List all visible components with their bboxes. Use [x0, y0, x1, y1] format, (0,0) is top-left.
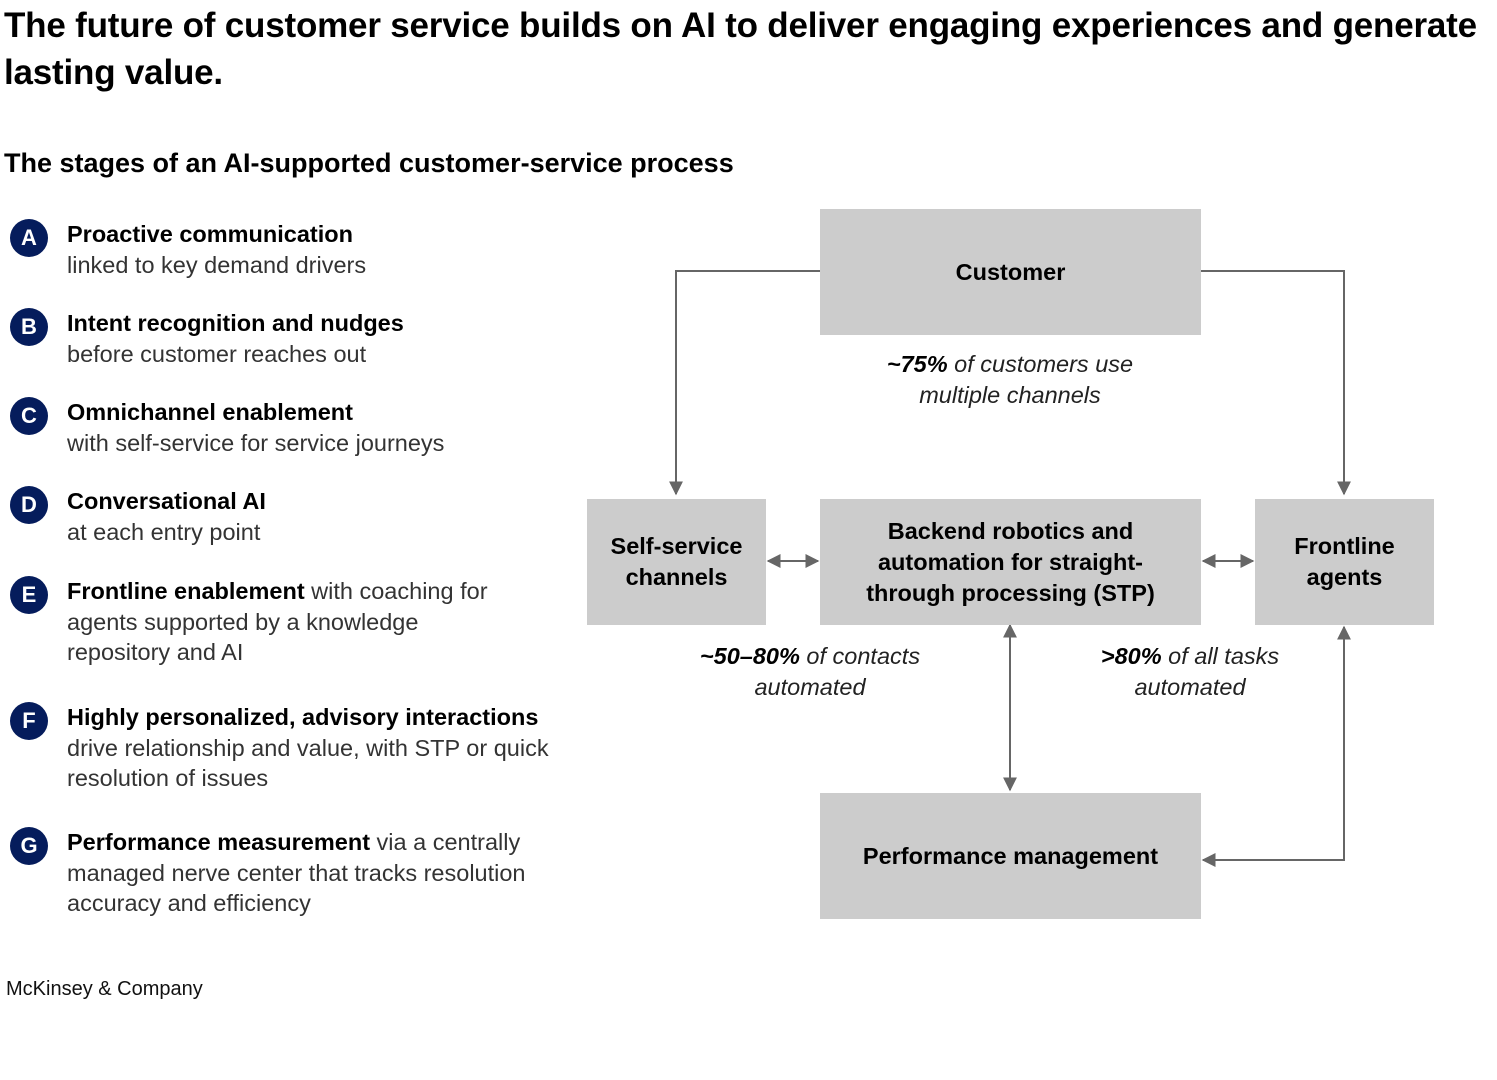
stage-description: at each entry point	[67, 518, 261, 545]
stage-heading: Proactive communication	[67, 221, 353, 247]
stage-badge-a: A	[10, 219, 48, 257]
arrow-customer-to-frontline	[1201, 270, 1351, 496]
note-tasks-value: >80%	[1100, 643, 1162, 669]
self-service-box: Self-service channels	[587, 499, 766, 625]
note-multichannel-value: ~75%	[886, 351, 948, 377]
stage-description: managed nerve center that tracks resolut…	[67, 859, 526, 917]
stage-item-g: G Performance measurement via a centrall…	[10, 827, 580, 919]
note-contacts: ~50–80% of contacts automated	[690, 641, 930, 703]
performance-box: Performance management	[820, 793, 1201, 919]
stage-text-f: Highly personalized, advisory interactio…	[67, 702, 567, 794]
stage-text-c: Omnichannel enablement with self-service…	[67, 397, 547, 458]
stage-text-b: Intent recognition and nudges before cus…	[67, 308, 547, 369]
stage-item-e: E Frontline enablement with coaching for…	[10, 576, 580, 668]
stage-item-b: B Intent recognition and nudges before c…	[10, 308, 580, 369]
arrow-customer-to-self-service	[669, 270, 820, 496]
performance-label: Performance management	[862, 842, 1159, 869]
stage-description: linked to key demand drivers	[67, 251, 367, 278]
stage-badge-g: G	[10, 827, 48, 865]
source-footer: McKinsey & Company	[6, 978, 203, 1000]
note-contacts-text: of contacts automated	[754, 643, 921, 700]
stage-inline: with coaching	[304, 578, 454, 604]
stage-heading: Omnichannel enablement	[67, 399, 353, 425]
stage-badge-c: C	[10, 397, 48, 435]
stage-item-c: C Omnichannel enablement with self-servi…	[10, 397, 580, 458]
stage-description: with self-service for service journeys	[67, 429, 445, 456]
stage-heading: Frontline enablement	[67, 578, 305, 604]
stage-heading: Highly personalized, advisory interactio…	[67, 704, 539, 730]
stage-badge-e: E	[10, 576, 48, 614]
stage-badge-d: D	[10, 486, 48, 524]
note-tasks: >80% of all tasks automated	[1090, 641, 1290, 703]
stage-item-a: A Proactive communication linked to key …	[10, 219, 580, 280]
stage-item-d: D Conversational AI at each entry point	[10, 486, 580, 547]
note-contacts-value: ~50–80%	[699, 643, 800, 669]
note-multichannel: ~75% of customers use multiple channels	[860, 349, 1160, 411]
stage-text-g: Performance measurement via a centrally …	[67, 827, 562, 919]
stage-text-d: Conversational AI at each entry point	[67, 486, 547, 547]
stage-description: before customer reaches out	[67, 340, 367, 367]
stage-heading: Intent recognition and nudges	[67, 310, 404, 336]
stage-description: drive relationship and value, with STP o…	[67, 734, 549, 792]
stage-inline: via a centrally	[370, 829, 521, 855]
arrow-frontline-performance	[1201, 625, 1351, 867]
stage-badge-b: B	[10, 308, 48, 346]
stage-description: for agents supported by a knowledge repo…	[67, 578, 488, 665]
self-service-label: Self-service channels	[610, 533, 743, 590]
stage-heading: Performance measurement	[67, 829, 371, 855]
stage-badge-f: F	[10, 702, 48, 740]
stage-item-f: F Highly personalized, advisory interact…	[10, 702, 580, 794]
note-multichannel-text: of customers use multiple channels	[919, 351, 1134, 408]
exhibit-subtitle: The stages of an AI-supported customer-s…	[4, 148, 734, 178]
customer-box: Customer	[820, 209, 1201, 335]
stage-heading: Conversational AI	[67, 488, 266, 514]
frontline-box: Frontline agents	[1255, 499, 1434, 625]
note-tasks-text: of all tasks automated	[1134, 643, 1280, 700]
frontline-label: Frontline agents	[1294, 533, 1395, 590]
customer-label: Customer	[955, 258, 1066, 285]
stage-text-e: Frontline enablement with coaching for a…	[67, 576, 492, 668]
backend-box: Backend robotics and automation for stra…	[820, 499, 1201, 625]
backend-label: Backend robotics and automation for stra…	[866, 517, 1155, 606]
page-title: The future of customer service builds on…	[4, 6, 1477, 92]
stage-text-a: Proactive communication linked to key de…	[67, 219, 547, 280]
